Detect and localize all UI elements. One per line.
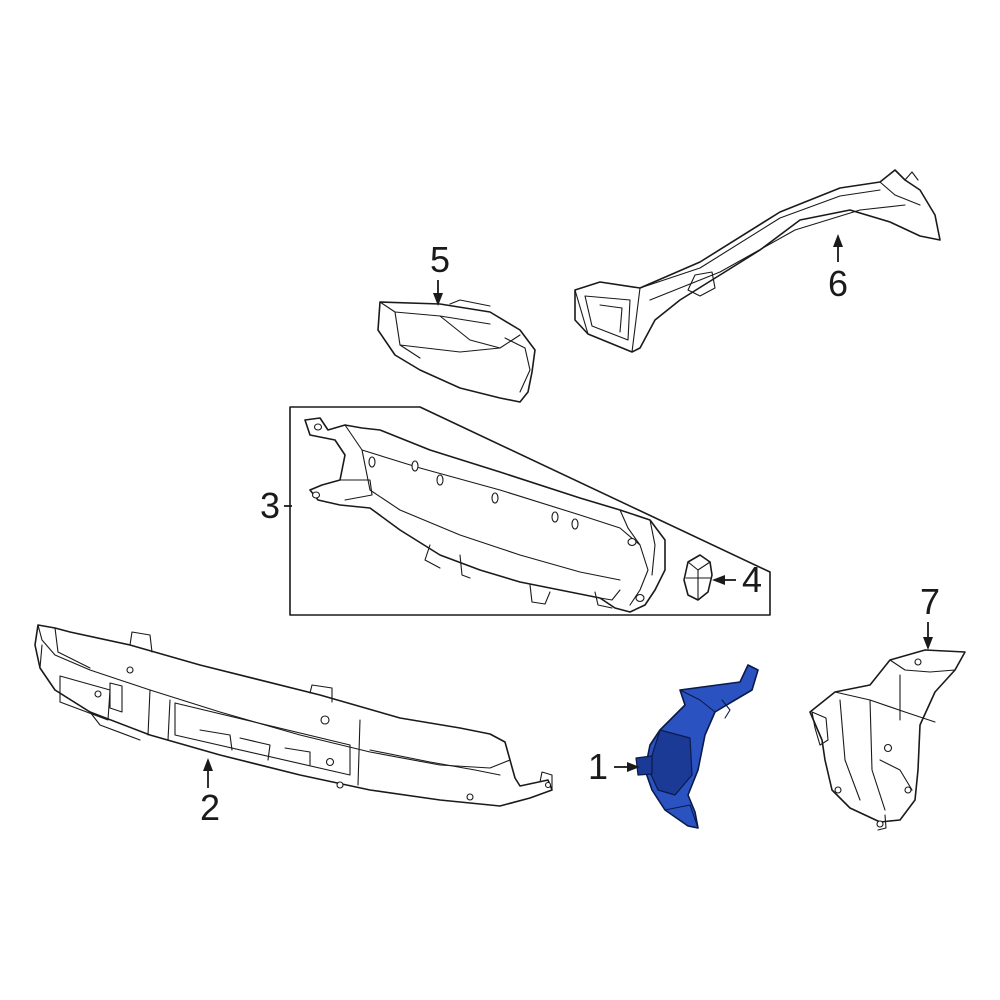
- callout-1-arrowhead: [627, 762, 640, 772]
- callout-4: 4: [712, 559, 762, 600]
- callout-6-arrowhead: [833, 234, 843, 247]
- part-5-air-duct: [377, 299, 536, 403]
- callout-3: 3: [260, 485, 292, 526]
- callout-5: 5: [430, 239, 450, 306]
- callout-2-label: 2: [200, 787, 220, 828]
- part-3-air-duct: [304, 417, 666, 613]
- callout-2-arrowhead: [203, 758, 213, 771]
- callout-7: 7: [920, 581, 940, 650]
- callout-2: 2: [200, 758, 220, 828]
- part-1-bracket-highlighted: [635, 664, 759, 829]
- part-2-grille-support: [34, 624, 553, 807]
- part-3-assembly-box: [289, 406, 771, 616]
- callout-5-label: 5: [430, 239, 450, 280]
- part-4-clip: [683, 554, 713, 601]
- callout-7-arrowhead: [923, 637, 933, 650]
- callout-6: 6: [828, 234, 848, 304]
- callout-7-label: 7: [920, 581, 940, 622]
- callout-1: 1: [588, 746, 640, 787]
- callout-3-label: 3: [260, 485, 280, 526]
- callout-4-label: 4: [742, 559, 762, 600]
- callout-1-label: 1: [588, 746, 608, 787]
- callout-5-arrowhead: [433, 293, 443, 306]
- part-6-air-duct: [574, 169, 941, 353]
- callout-4-arrowhead: [712, 575, 725, 585]
- callout-6-label: 6: [828, 263, 848, 304]
- part-7-side-bracket: [809, 649, 966, 831]
